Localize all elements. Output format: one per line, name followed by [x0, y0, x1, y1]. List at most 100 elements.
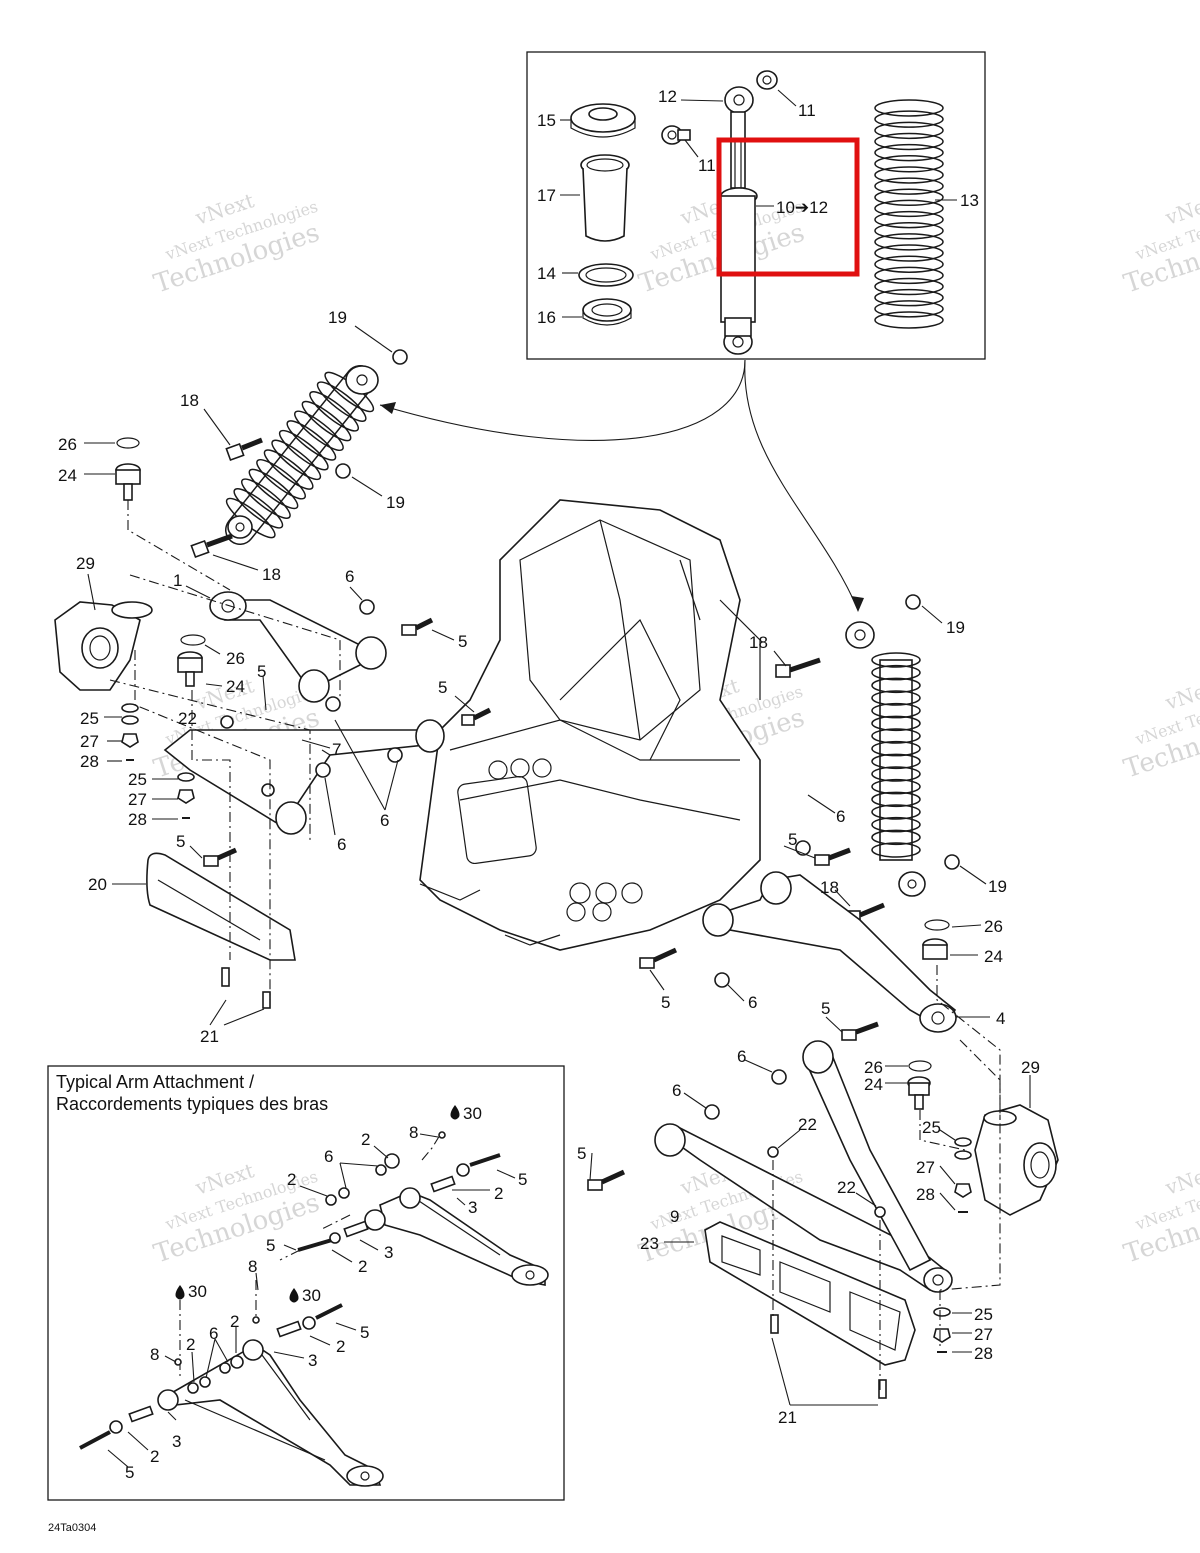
- callout-8: 8: [150, 1345, 159, 1364]
- left-skid-plate: [146, 852, 296, 1009]
- bolt-part: [203, 847, 238, 867]
- callout-17: 17: [537, 186, 556, 205]
- callout-12: 12: [658, 87, 677, 106]
- callout-5: 5: [438, 678, 447, 697]
- spring-coil: [871, 728, 921, 744]
- spring-coil: [271, 439, 322, 481]
- watermark-text: vNext: [1162, 188, 1200, 230]
- right-skid-plate: [704, 1221, 916, 1399]
- left-shock-assembly: [190, 349, 408, 559]
- spring-coil: [871, 829, 921, 846]
- bolt-part: [775, 657, 821, 678]
- callout-6: 6: [337, 835, 346, 854]
- spring-coil: [874, 244, 944, 262]
- callout-3: 3: [468, 1198, 477, 1217]
- arm-attachment-inset: Typical Arm Attachment / Raccordements t…: [47, 1065, 565, 1501]
- spring-coil: [874, 155, 944, 173]
- vehicle-frame: [419, 499, 761, 951]
- callout-21: 21: [200, 1027, 219, 1046]
- lubricant-drop-icon: [289, 1288, 299, 1303]
- callout-5: 5: [176, 832, 185, 851]
- callout-21: 21: [778, 1408, 797, 1427]
- spring-coil: [871, 740, 921, 757]
- inset-frame: [47, 1065, 565, 1501]
- left-upper-a-arm: [209, 591, 434, 712]
- callout-25: 25: [974, 1305, 993, 1324]
- callout-4: 4: [996, 1009, 1005, 1028]
- inset-subtitle: Raccordements typiques des bras: [56, 1094, 328, 1114]
- callout-6: 6: [672, 1081, 681, 1100]
- spring-coil: [871, 791, 921, 808]
- callout-6: 6: [737, 1047, 746, 1066]
- callout-2: 2: [336, 1337, 345, 1356]
- inset-lower-arm: [79, 1280, 384, 1487]
- callout-22: 22: [837, 1178, 856, 1197]
- callout-3: 3: [172, 1432, 181, 1451]
- bushing-part: [661, 125, 691, 145]
- callout-11: 11: [798, 101, 816, 120]
- spring-coil: [871, 804, 921, 820]
- spring-coil: [241, 478, 291, 519]
- callout-18: 18: [180, 391, 199, 410]
- lubricant-drop-icon: [175, 1285, 185, 1300]
- ring-part: [578, 263, 634, 287]
- spring-coil: [871, 778, 921, 795]
- callout-19: 19: [946, 618, 965, 637]
- spring-coil: [871, 842, 921, 858]
- callout-28: 28: [916, 1185, 935, 1204]
- spring-coil: [871, 753, 921, 770]
- bushing-part: [756, 70, 778, 90]
- inset-leader-lines: [107, 1133, 516, 1468]
- arrow-head: [380, 402, 396, 414]
- callout-6: 6: [324, 1147, 333, 1166]
- spring-coil: [874, 266, 944, 285]
- bolt-part: [461, 707, 492, 726]
- callout-5: 5: [788, 830, 797, 849]
- callout-3: 3: [384, 1243, 393, 1262]
- callout-28: 28: [974, 1344, 993, 1363]
- callout-3: 3: [308, 1351, 317, 1370]
- callout-6: 6: [748, 993, 757, 1012]
- callout-2: 2: [494, 1184, 503, 1203]
- spring-coil: [874, 277, 944, 296]
- spring-coil: [874, 166, 944, 184]
- callout-29: 29: [76, 554, 95, 573]
- callout-16: 16: [537, 308, 556, 327]
- callout-20: 20: [88, 875, 107, 894]
- spring-coil: [874, 110, 944, 128]
- spring-coil: [256, 458, 306, 500]
- spring-coil: [871, 664, 921, 681]
- callout-24: 24: [864, 1075, 883, 1094]
- callout-5: 5: [661, 993, 670, 1012]
- callout-labels: 15 17 14 16 12 11 11 10➔12 13 19 18 19 1…: [58, 87, 1040, 1427]
- spring-coil: [874, 132, 944, 151]
- callout-2: 2: [230, 1312, 239, 1331]
- callout-6: 6: [380, 811, 389, 830]
- inset-callouts: 30 8 2 6 2 5 2 3 5 3 2 8 30 30 2 6 5 2 3…: [125, 1104, 527, 1482]
- spring-coil: [871, 816, 921, 833]
- callout-30: 30: [463, 1104, 482, 1123]
- spring-coil: [874, 300, 944, 318]
- callout-2: 2: [361, 1130, 370, 1149]
- callout-23: 23: [640, 1234, 659, 1253]
- inset-title: Typical Arm Attachment /: [56, 1072, 254, 1092]
- callout-14: 14: [537, 264, 556, 283]
- callout-19: 19: [328, 308, 347, 327]
- callout-19: 19: [988, 877, 1007, 896]
- spring-coil: [874, 177, 944, 195]
- spring-coil: [874, 233, 944, 251]
- spring-coil: [248, 468, 299, 510]
- callout-6: 6: [345, 567, 354, 586]
- sleeve-part: [580, 154, 630, 242]
- callout-2: 2: [358, 1257, 367, 1276]
- spring-coil: [871, 677, 921, 694]
- spring-coil: [316, 381, 367, 422]
- callout-26: 26: [864, 1058, 883, 1077]
- spring-coil: [871, 715, 921, 732]
- watermark-text: vNext: [1162, 1158, 1200, 1200]
- callout-19: 19: [386, 493, 405, 512]
- callout-22: 22: [798, 1115, 817, 1134]
- callout-8: 8: [248, 1257, 257, 1276]
- callout-28: 28: [128, 810, 147, 829]
